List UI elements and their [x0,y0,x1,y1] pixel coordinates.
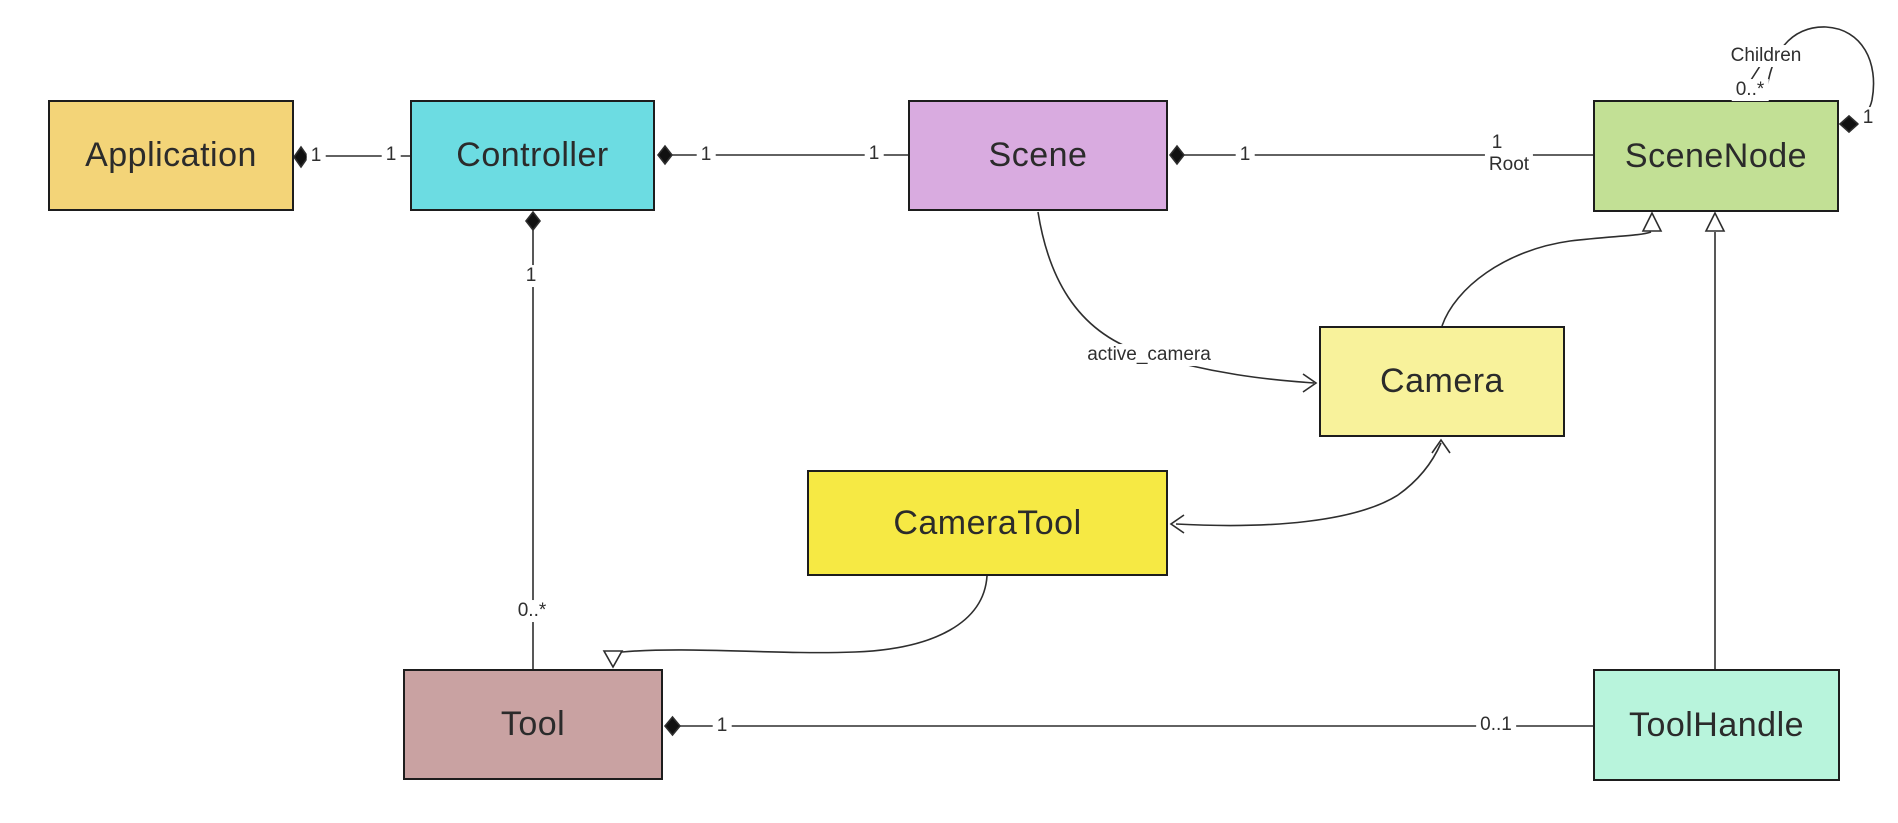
arrowhead-into-cameratool-right [1169,514,1185,534]
class-application-label: Application [85,136,257,174]
class-controller[interactable]: Controller [410,100,655,211]
class-cameratool[interactable]: CameraTool [807,470,1168,576]
role-children-label: Children [1726,45,1806,67]
composition-diamond-scene [1168,144,1186,166]
edge-cameratool-camera [1175,442,1442,527]
mult-controller-tool-target: 0..* [513,600,551,622]
class-scene-label: Scene [988,136,1088,174]
inheritance-triangle-toolhandle-scenenode [1704,211,1726,232]
mult-scenenode-root: 1 [1487,132,1507,154]
class-cameratool-label: CameraTool [893,503,1082,542]
mult-controller-tool-source: 1 [521,265,541,287]
children-label-tick [1750,65,1761,81]
composition-diamond-controller-right [656,144,674,166]
mult-scenenode-self: 1 [1858,107,1878,129]
composition-diamond-controller-bottom [524,210,542,232]
class-tool-label: Tool [500,705,566,743]
mult-controller-side-right: 1 [696,144,716,166]
role-root-label: Root [1484,154,1534,176]
mult-scene-side-left: 1 [864,143,884,165]
inheritance-triangle-camera-scenenode [1641,211,1663,232]
mult-controller-side-left: 1 [381,144,401,166]
mult-children: 0..* [1731,79,1769,101]
arrowhead-into-camera-left [1302,373,1318,393]
inheritance-triangle-cameratool-tool [602,650,624,669]
class-camera-label: Camera [1380,362,1504,400]
class-controller-label: Controller [456,136,609,174]
mult-application-side: 1 [306,145,326,167]
arrowhead-into-camera-bottom [1431,438,1451,454]
class-toolhandle-label: ToolHandle [1628,705,1805,744]
class-scenenode[interactable]: SceneNode [1593,100,1839,212]
class-tool[interactable]: Tool [403,669,663,780]
mult-toolhandle-side: 0..1 [1476,714,1516,736]
class-scenenode-label: SceneNode [1624,136,1808,175]
class-camera[interactable]: Camera [1319,326,1565,437]
class-scene[interactable]: Scene [908,100,1168,211]
composition-diamond-scenenode-self [1838,114,1860,134]
edge-cameratool-tool [621,575,988,654]
class-toolhandle[interactable]: ToolHandle [1593,669,1840,781]
edge-camera-scenenode [1441,231,1652,327]
class-application[interactable]: Application [48,100,294,211]
composition-diamond-tool [663,715,682,737]
mult-tool-side: 1 [712,715,732,737]
role-active-camera-label: active_camera [1083,344,1215,366]
mult-scene-side-right: 1 [1235,144,1255,166]
